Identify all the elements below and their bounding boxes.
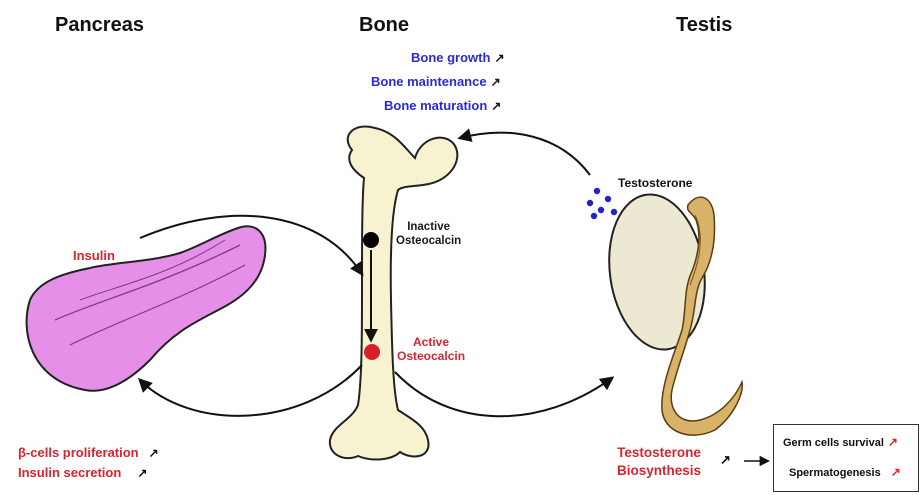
header-testis: Testis: [676, 14, 732, 37]
testosterone-biosynthesis-label: Testosterone Biosynthesis: [617, 444, 701, 480]
active-osteocalcin-label: Active Osteocalcin: [397, 335, 465, 363]
germ-cells-survival-label: Germ cells survival↗: [783, 435, 921, 449]
arrow-bone-to-testis: [395, 372, 612, 416]
active-osteocalcin-dot: [364, 344, 380, 360]
testis-organ: [600, 188, 743, 435]
bone-maintenance-label: Bone maintenance↗: [371, 74, 501, 89]
insulin-secretion-label: Insulin secretion↗: [18, 465, 147, 480]
biosynthesis-increase-arrow: ↗: [720, 452, 731, 468]
inactive-osteocalcin-label: Inactive Osteocalcin: [396, 220, 461, 248]
arrow-bone-to-pancreas: [140, 365, 362, 416]
header-bone: Bone: [359, 14, 409, 37]
testosterone-molecules: [587, 188, 617, 219]
testosterone-label: Testosterone: [618, 176, 692, 190]
inactive-osteocalcin-dot: [363, 232, 379, 248]
spermatogenesis-label: Spermatogenesis↗: [789, 465, 921, 479]
bone-growth-label: Bone growth↗: [411, 50, 505, 65]
arrow-testosterone-to-bone: [460, 133, 590, 175]
pancreas-organ: [27, 226, 266, 390]
header-pancreas: Pancreas: [55, 14, 144, 37]
beta-cells-proliferation-label: β-cells proliferation↗: [18, 445, 159, 460]
bone-maturation-label: Bone maturation↗: [384, 98, 501, 113]
testis-effects-box: Germ cells survival↗ Spermatogenesis↗: [773, 424, 919, 492]
insulin-label: Insulin: [73, 248, 115, 263]
bone-femur: [330, 127, 458, 460]
